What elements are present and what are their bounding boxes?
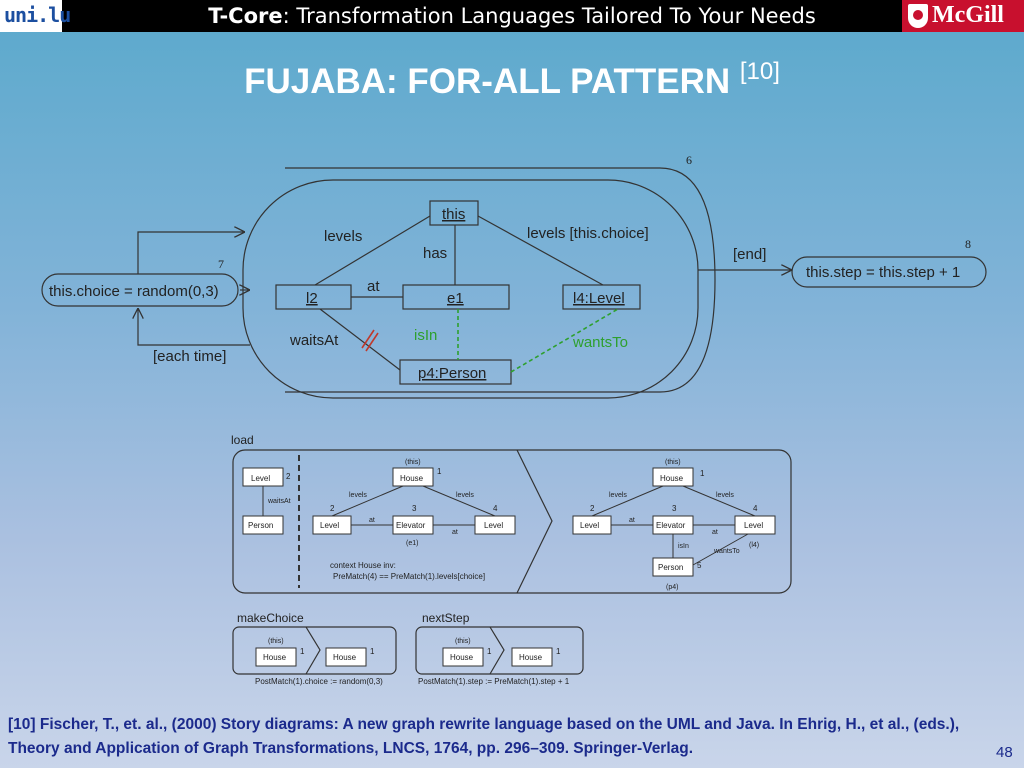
mc-postmatch: PostMatch(1).choice := random(0,3)	[255, 677, 383, 686]
lhs-prematch: PreMatch(4) == PreMatch(1).levels[choice…	[333, 572, 485, 581]
edge-at-label: at	[367, 278, 380, 295]
ns-idx-rhs: 1	[556, 647, 561, 656]
rhs-isin: isIn	[678, 543, 689, 550]
mc-idx-lhs: 1	[300, 647, 305, 656]
makechoice-rule: makeChoice (this) House 1 House 1 PostMa…	[232, 611, 397, 686]
lhs-at-a: at	[369, 517, 375, 524]
load-rule: load	[231, 433, 792, 594]
mc-house-lhs: House	[263, 653, 287, 662]
node-e1-label: e1	[447, 290, 464, 307]
header-bar	[0, 0, 1024, 32]
lhs-idx-3: 3	[412, 504, 417, 513]
rhs-idx-3: 3	[672, 504, 677, 513]
lhs-idx-4: 4	[493, 504, 498, 513]
edge-wantsto-label: wantsTo	[572, 334, 628, 351]
lhs-waitsat: waitsAt	[267, 498, 291, 505]
rhs-at-a: at	[629, 517, 635, 524]
rhs-person: Person	[658, 563, 683, 572]
rhs-idx-5: 5	[697, 561, 702, 570]
lhs-at-b: at	[452, 529, 458, 536]
ns-idx-lhs: 1	[487, 647, 492, 656]
lhs-idx-2b: 2	[330, 504, 335, 513]
node-l4	[562, 284, 641, 310]
rhs-at-b: at	[712, 529, 718, 536]
node-p4-label: p4:Person	[418, 365, 486, 382]
lhs-idx-2: 2	[286, 472, 291, 481]
rhs-l4-ref: (l4)	[749, 542, 759, 549]
lhs-level-a: Level	[320, 521, 339, 530]
lhs-this-ref: (this)	[405, 459, 421, 466]
ns-this-ref: (this)	[455, 638, 471, 645]
num-8: 8	[965, 237, 971, 251]
nextstep-rule: nextStep (this) House 1 House 1 PostMatc…	[415, 611, 584, 686]
makechoice-label: makeChoice	[237, 611, 304, 625]
lhs-house: House	[400, 474, 424, 483]
rhs-levels-a: levels	[609, 492, 627, 499]
header-brand: T-Core	[208, 4, 283, 28]
footnote-citation: [10] Fischer, T., et. al., (2000) Story …	[8, 716, 960, 757]
lhs-context: context House inv:	[330, 561, 396, 570]
rhs-wantsto: wantsTo	[713, 548, 740, 555]
rhs-level-a: Level	[580, 521, 599, 530]
lhs-elevator: Elevator	[396, 521, 426, 530]
lhs-person: Person	[248, 521, 273, 530]
mcgill-crest-icon	[908, 4, 928, 28]
num-6: 6	[686, 153, 692, 167]
for-all-activity-back	[285, 167, 716, 393]
edge-isin-label: isIn	[414, 327, 437, 344]
rhs-level-b: Level	[744, 521, 763, 530]
header-tagline: : Transformation Languages Tailored To Y…	[282, 4, 816, 28]
lhs-levels-a: levels	[349, 492, 367, 499]
header-title: T-Core: Transformation Languages Tailore…	[0, 4, 1024, 28]
node-l4-label: l4:Level	[573, 290, 625, 307]
state-step-label: this.step = this.step + 1	[806, 264, 960, 281]
nextstep-label: nextStep	[422, 611, 470, 625]
edge-has-label: has	[423, 245, 447, 262]
state-choice-label: this.choice = random(0,3)	[49, 283, 219, 300]
rhs-house: House	[660, 474, 684, 483]
rhs-elevator: Elevator	[656, 521, 686, 530]
load-label: load	[231, 433, 254, 447]
ns-house-rhs: House	[519, 653, 543, 662]
mc-idx-rhs: 1	[370, 647, 375, 656]
lhs-idx-1: 1	[437, 467, 442, 476]
rhs-idx-1: 1	[700, 469, 705, 478]
each-time-guard: [each time]	[153, 348, 226, 365]
slide-title: FUJABA: FOR-ALL PATTERN [10]	[244, 58, 780, 101]
num-7: 7	[218, 257, 224, 271]
lhs-levels-b: levels	[456, 492, 474, 499]
state-step	[791, 256, 987, 288]
title-reference: [10]	[739, 58, 780, 85]
edge-levels-choice-label: levels [this.choice]	[527, 225, 649, 242]
mc-this-ref: (this)	[268, 638, 284, 645]
ns-postmatch: PostMatch(1).step := PreMatch(1).step + …	[418, 677, 570, 686]
edge-levels-label: levels	[324, 228, 362, 245]
node-this	[429, 200, 479, 226]
lhs-level-2: Level	[251, 474, 270, 483]
node-l2-label: l2	[306, 290, 318, 307]
ns-house-lhs: House	[450, 653, 474, 662]
rhs-idx-2: 2	[590, 504, 595, 513]
mcgill-logo: McGill	[902, 0, 1024, 32]
lhs-level-b: Level	[484, 521, 503, 530]
unilu-logo: uni.lu	[0, 0, 71, 32]
end-guard: [end]	[733, 246, 766, 263]
lhs-e1-ref: (e1)	[406, 540, 418, 547]
rhs-idx-4: 4	[753, 504, 758, 513]
rhs-this-ref: (this)	[665, 459, 681, 466]
page-number: 48	[996, 744, 1013, 761]
mc-house-rhs: House	[333, 653, 357, 662]
node-this-label: this	[442, 206, 465, 223]
edge-waitsat-label: waitsAt	[289, 332, 339, 349]
story-diagram	[41, 167, 987, 399]
rhs-levels-b: levels	[716, 492, 734, 499]
state-choice	[41, 273, 239, 307]
rhs-p4-ref: (p4)	[666, 584, 678, 591]
